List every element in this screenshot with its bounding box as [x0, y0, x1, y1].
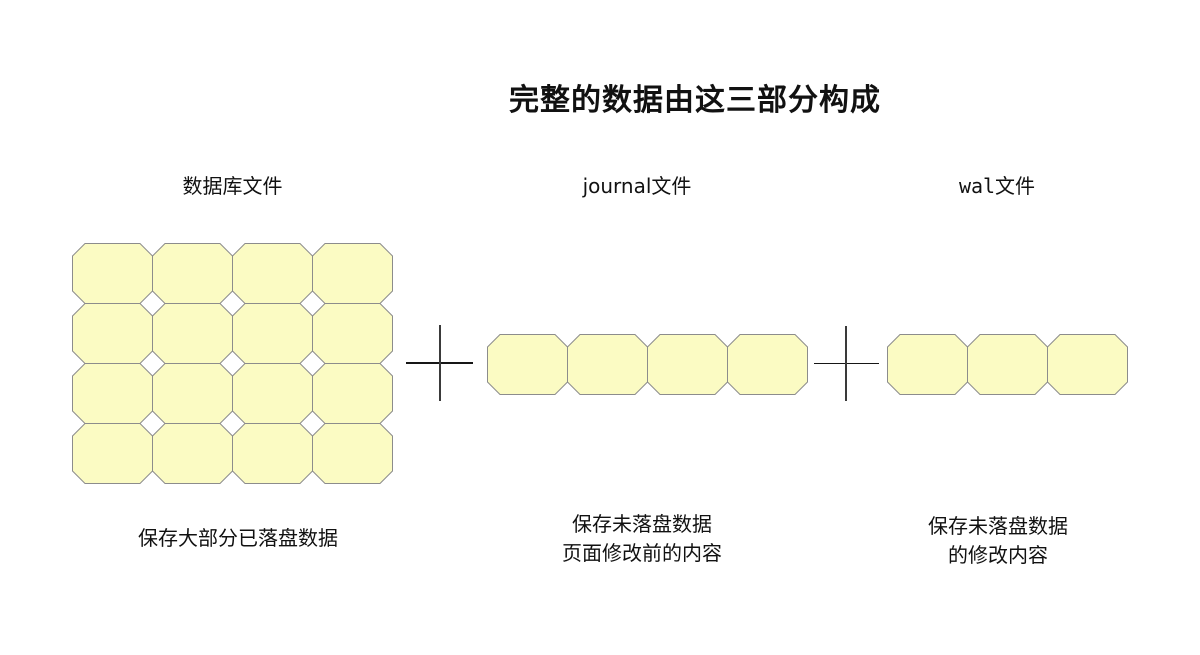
- caption-journal-file: 保存未落盘数据 页面修改前的内容: [482, 510, 802, 568]
- page-cell: [312, 303, 393, 364]
- page-cell: [232, 243, 313, 304]
- page-cell: [312, 363, 393, 424]
- plus-vertical-line: [439, 325, 441, 401]
- caption-line: 页面修改前的内容: [562, 541, 722, 565]
- label-database-file: 数据库文件: [182, 174, 283, 198]
- page-cell: [487, 334, 568, 395]
- page-cell: [1047, 334, 1128, 395]
- page-cell: [232, 363, 313, 424]
- page-cell: [152, 363, 233, 424]
- page-cell: [967, 334, 1048, 395]
- page-cell: [72, 303, 153, 364]
- page-cell: [72, 363, 153, 424]
- page-cell: [152, 423, 233, 484]
- caption-line: 保存未落盘数据: [928, 514, 1068, 538]
- wal-file-page-row: [887, 334, 1128, 395]
- page-cell: [72, 423, 153, 484]
- page-cell: [312, 423, 393, 484]
- page-cell: [567, 334, 648, 395]
- database-file-page-grid: [72, 243, 393, 484]
- page-cell: [312, 243, 393, 304]
- caption-line: 保存大部分已落盘数据: [138, 526, 338, 550]
- diagram-title: 完整的数据由这三部分构成: [509, 83, 881, 118]
- journal-file-page-row: [487, 334, 808, 395]
- caption-line: 的修改内容: [948, 543, 1048, 567]
- page-cell: [152, 243, 233, 304]
- label-journal-file: journal文件: [582, 174, 692, 198]
- caption-database-file: 保存大部分已落盘数据: [78, 524, 398, 553]
- plus-operator-1: +: [406, 325, 473, 401]
- page-cell: [647, 334, 728, 395]
- caption-line: 保存未落盘数据: [572, 512, 712, 536]
- page-cell: [887, 334, 968, 395]
- plus-operator-2: +: [814, 326, 879, 401]
- plus-vertical-line: [845, 326, 847, 401]
- caption-wal-file: 保存未落盘数据 的修改内容: [838, 512, 1158, 570]
- page-cell: [152, 303, 233, 364]
- page-cell: [232, 423, 313, 484]
- page-cell: [232, 303, 313, 364]
- page-cell: [727, 334, 808, 395]
- page-cell: [72, 243, 153, 304]
- label-wal-file: wal文件: [958, 174, 1036, 198]
